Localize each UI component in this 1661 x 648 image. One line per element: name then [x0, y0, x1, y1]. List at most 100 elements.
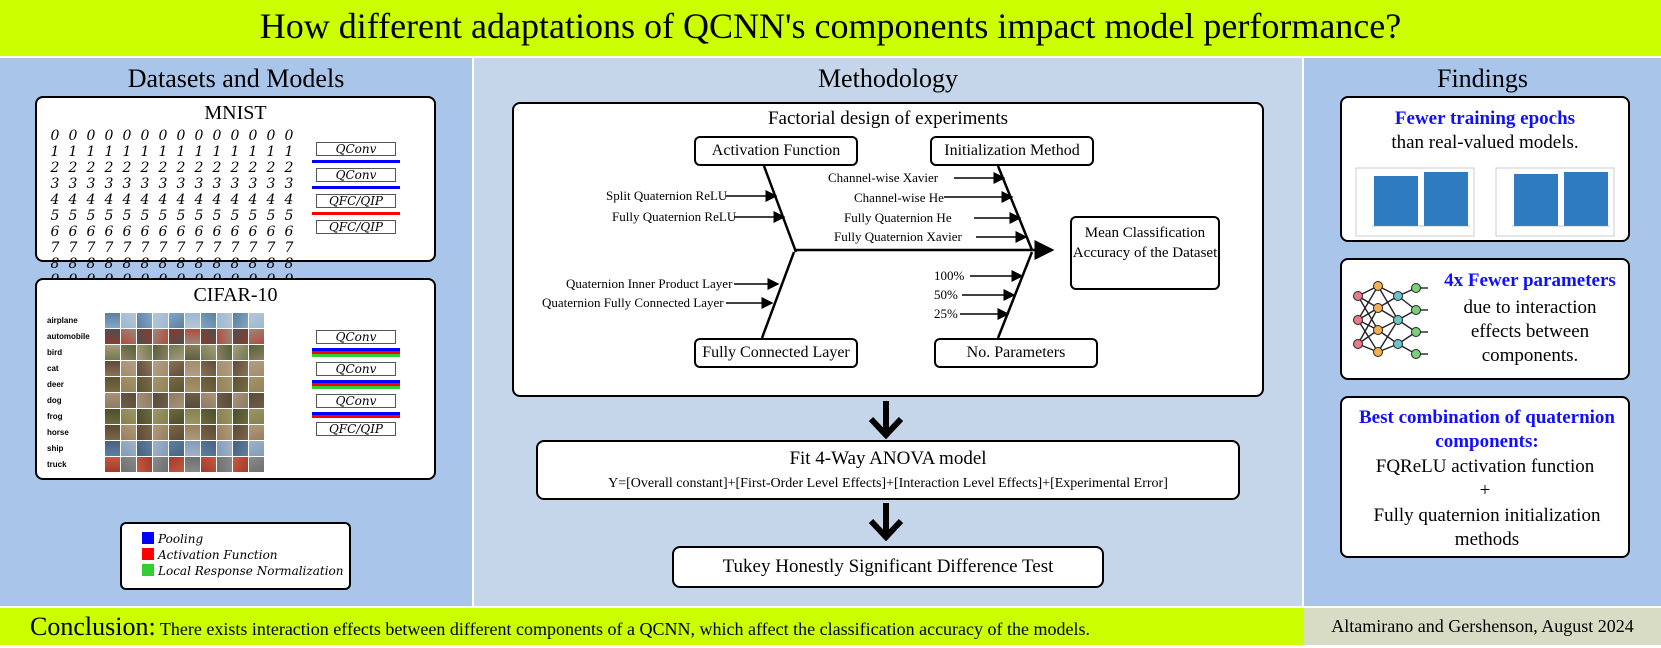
- mnist-digit: 5: [176, 208, 186, 224]
- cifar-qfc: QFC/QIP: [316, 422, 396, 436]
- cifar-thumbnail: [185, 377, 200, 392]
- activation-stripe: [312, 351, 400, 354]
- cifar-class-label: automobile: [47, 332, 90, 341]
- mnist-digit: 0: [284, 128, 294, 144]
- cifar-thumbnail: [233, 329, 248, 344]
- mnist-digit: 2: [194, 160, 204, 176]
- cifar-thumbnail: [185, 329, 200, 344]
- cifar-thumbnail: [137, 313, 152, 328]
- anova-title: Fit 4-Way ANOVA model: [789, 448, 987, 469]
- cifar-thumbnail: [153, 409, 168, 424]
- mnist-digit: 0: [266, 128, 276, 144]
- cifar-architecture: QConv QConv QConv QFC/QIP: [312, 330, 400, 440]
- mnist-qconv-1: QConv: [316, 142, 396, 156]
- mnist-digit: 7: [284, 240, 294, 256]
- mnist-digit: 1: [284, 144, 294, 160]
- mnist-digit: 6: [284, 224, 294, 240]
- mnist-qfc-2: QFC/QIP: [316, 220, 396, 234]
- activation-swatch: [142, 548, 154, 560]
- mnist-digit: 3: [68, 176, 78, 192]
- cifar-class-label: deer: [47, 380, 64, 389]
- cifar-thumbnail: [121, 377, 136, 392]
- mnist-digit: 7: [212, 240, 222, 256]
- quaternion-inner-product-label: Quaternion Inner Product Layer: [566, 276, 733, 291]
- mnist-digit: 3: [266, 176, 276, 192]
- cifar-thumbnail: [217, 441, 232, 456]
- cifar-thumbnail: [105, 425, 120, 440]
- mnist-digit: 4: [86, 192, 96, 208]
- fully-quaternion-he-label: Fully Quaternion He: [844, 210, 952, 225]
- pooling-stripe: [312, 380, 400, 383]
- outcome-box: Mean Classification Accuracy of the Data…: [1070, 216, 1220, 290]
- mnist-digit: 2: [50, 160, 60, 176]
- mnist-digit: 5: [284, 208, 294, 224]
- conclusion-label: Conclusion:: [30, 612, 156, 641]
- cifar-class-label: cat: [47, 364, 59, 373]
- mnist-digit: 7: [86, 240, 96, 256]
- cifar-thumbnail: [217, 409, 232, 424]
- mnist-digit: 8: [212, 256, 222, 272]
- finding-parameters-card: 4x Fewer parameters due to interaction e…: [1340, 258, 1630, 380]
- cifar-thumbnail: [121, 441, 136, 456]
- cifar-thumbnail: [201, 393, 216, 408]
- cifar-thumbnail: [121, 329, 136, 344]
- mnist-digit: 4: [284, 192, 294, 208]
- mnist-digit: 0: [248, 128, 258, 144]
- cifar-thumbnail: [153, 313, 168, 328]
- cifar-thumbnail: [169, 345, 184, 360]
- cifar-thumbnail: [233, 377, 248, 392]
- mnist-digit: 4: [140, 192, 150, 208]
- bar: [1514, 174, 1558, 226]
- cifar-thumbnail: [249, 393, 264, 408]
- mnist-digit: 5: [86, 208, 96, 224]
- mnist-digit: 3: [104, 176, 114, 192]
- mnist-digit: 1: [176, 144, 186, 160]
- mnist-digit: 3: [122, 176, 132, 192]
- cifar-thumbnail: [201, 377, 216, 392]
- cifar-thumbnail: [169, 409, 184, 424]
- cifar-thumbnail: [153, 393, 168, 408]
- cifar-thumbnail: [217, 457, 232, 472]
- datasets-models-heading: Datasets and Models: [127, 64, 345, 93]
- mnist-digit: 8: [158, 256, 168, 272]
- factorial-title: Factorial design of experiments: [767, 108, 1009, 129]
- mnist-digit: 3: [140, 176, 150, 192]
- channel-wise-xavier-label: Channel-wise Xavier: [828, 170, 939, 185]
- cifar-qconv-1: QConv: [316, 330, 396, 344]
- cifar-thumbnail: [121, 409, 136, 424]
- mnist-digit: 4: [50, 192, 60, 208]
- lrn-stripe: [312, 386, 400, 389]
- mnist-qconv-2: QConv: [316, 168, 396, 182]
- conclusion-text: There exists interaction effects between…: [159, 619, 1091, 639]
- cifar-thumbnail: [249, 441, 264, 456]
- cifar-thumbnail: [169, 329, 184, 344]
- cifar-class-label: dog: [47, 396, 62, 405]
- cifar-thumbnail: [233, 409, 248, 424]
- cifar-title: CIFAR-10: [193, 284, 278, 306]
- pooling-swatch: [142, 532, 154, 544]
- mnist-digit: 0: [104, 128, 114, 144]
- mnist-digit: 5: [266, 208, 276, 224]
- mnist-digit: 1: [140, 144, 150, 160]
- activation-stripe: [312, 415, 400, 418]
- mnist-digit: 6: [212, 224, 222, 240]
- mnist-digit: 5: [104, 208, 114, 224]
- epochs-bar-charts: [1355, 167, 1615, 237]
- cifar-thumbnail: [217, 361, 232, 376]
- mnist-digit: 4: [104, 192, 114, 208]
- cifar-qconv-3: QConv: [316, 394, 396, 408]
- mnist-digit: 4: [230, 192, 240, 208]
- cifar-thumbnail: [137, 361, 152, 376]
- finding-epochs-card: Fewer training epochs than real-valued m…: [1340, 96, 1630, 242]
- activation-function-box: Activation Function: [694, 136, 858, 166]
- cifar-thumbnail: [105, 377, 120, 392]
- cifar-thumbnail: [249, 377, 264, 392]
- cifar-thumbnail: [121, 425, 136, 440]
